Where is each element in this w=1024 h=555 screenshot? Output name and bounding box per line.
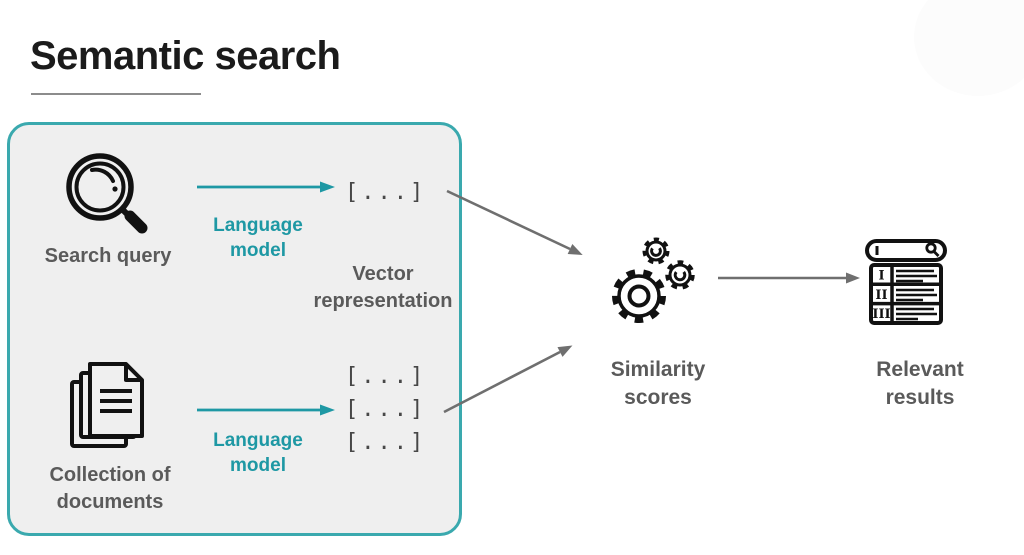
rank-numeral: I — [878, 269, 884, 284]
language-model-arrow-query — [196, 179, 338, 195]
rank-numeral: III — [872, 307, 890, 322]
page-title: Semantic search — [30, 34, 341, 78]
document-stack-icon — [60, 360, 156, 456]
search-query-label: Search query — [44, 245, 172, 267]
title-underline — [31, 93, 201, 95]
arrow-document-vectors-to-similarity — [440, 340, 582, 422]
search-results-list-icon: I II III — [860, 238, 952, 330]
language-model-label-documents: Language model — [213, 430, 303, 476]
magnifying-glass-icon — [56, 144, 154, 244]
document-vector-token: [...] — [345, 430, 427, 455]
relevant-results-label: Relevant results — [876, 358, 964, 409]
watermark-blob — [914, 0, 1024, 96]
arrow-query-vector-to-similarity — [445, 185, 587, 267]
language-model-arrow-documents — [196, 402, 338, 418]
document-vector-token: [...] — [345, 397, 427, 422]
query-vector-token: [...] — [345, 180, 427, 205]
document-vector-tokens: [...] [...] [...] — [345, 360, 426, 459]
gears-icon — [610, 236, 696, 324]
rank-numeral: II — [875, 288, 887, 303]
result-text-lines — [896, 269, 937, 321]
document-vector-token: [...] — [345, 364, 427, 389]
arrow-similarity-to-results — [716, 270, 862, 286]
collection-of-documents-label: Collection of documents — [49, 464, 171, 513]
encoder-box — [7, 122, 462, 536]
language-model-label-query: Language model — [213, 215, 303, 261]
similarity-scores-label: Similarity scores — [610, 358, 706, 409]
vector-representation-label: Vector representation — [313, 263, 453, 312]
